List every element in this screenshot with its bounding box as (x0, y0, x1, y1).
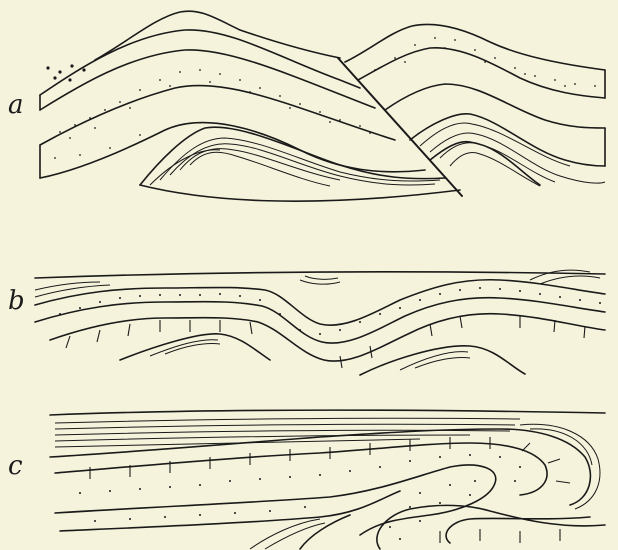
b-surface (35, 272, 605, 278)
c-fold-inner (446, 517, 590, 543)
panel-c: c (0, 395, 618, 550)
a-right-surface (345, 24, 605, 70)
c-surface (50, 410, 605, 415)
a-shale (150, 123, 605, 186)
c-layer-2 (55, 443, 547, 495)
a-left-layer-5 (140, 127, 445, 185)
b-layer-5 (360, 346, 525, 375)
panel-a-label: a (8, 90, 24, 120)
panel-c-drawing (0, 395, 618, 550)
b-shale (35, 270, 600, 370)
panel-c-label: c (8, 451, 23, 481)
c-layer-4 (60, 491, 400, 531)
a-stipple (46, 37, 595, 159)
panel-a-drawing (0, 0, 618, 225)
a-right-layer-1 (358, 48, 605, 98)
panel-b-drawing (0, 250, 618, 395)
c-fold-lower (300, 515, 350, 549)
b-layer-4 (120, 334, 270, 360)
panel-a: a (0, 0, 618, 225)
panel-b-label: b (8, 286, 25, 316)
a-right-layer-2 (385, 84, 605, 128)
a-right-layer-3 (410, 114, 605, 166)
panel-b: b (0, 250, 618, 395)
c-shale (55, 418, 600, 549)
a-left-layer-2 (40, 50, 375, 110)
c-layer-3 (55, 465, 496, 535)
c-fold-core (377, 505, 605, 549)
b-layer-3 (50, 314, 605, 361)
